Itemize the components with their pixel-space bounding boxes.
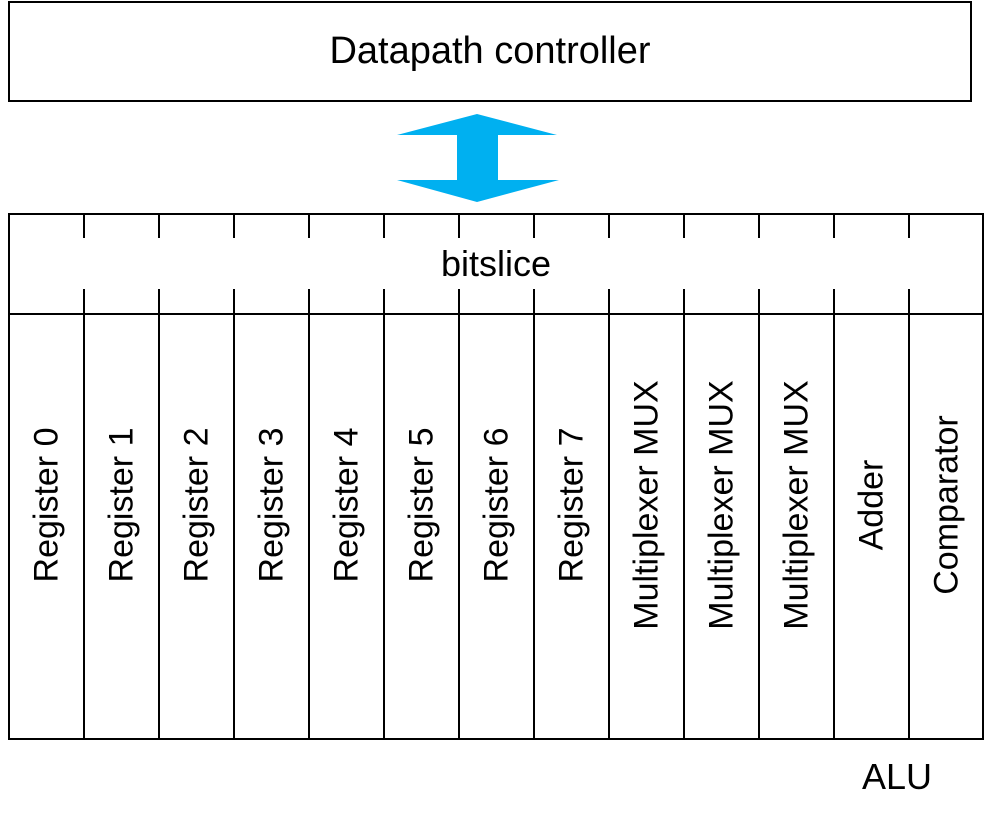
column-divider [758, 214, 760, 238]
datapath-controller-box: Datapath controller [8, 1, 972, 102]
component-label: Register 3 [252, 427, 290, 583]
column-divider [683, 214, 685, 238]
component-label: Register 2 [177, 427, 215, 583]
column-divider [308, 214, 310, 238]
column-divider [233, 214, 235, 238]
component-label: Register 7 [552, 427, 590, 583]
column-divider [158, 214, 160, 238]
component-label: Register 0 [27, 427, 65, 583]
column-divider [458, 289, 460, 739]
component-label: Register 4 [327, 427, 365, 583]
column-divider [908, 214, 910, 238]
column-divider [533, 289, 535, 739]
column-divider [383, 289, 385, 739]
bitslice-header [8, 213, 984, 315]
column-divider [608, 289, 610, 739]
column-divider [908, 289, 910, 739]
column-divider [533, 214, 535, 238]
column-divider [233, 289, 235, 739]
column-divider [383, 214, 385, 238]
column-divider [83, 214, 85, 238]
column-divider [83, 289, 85, 739]
component-label: Multiplexer MUX [777, 380, 815, 630]
component-label: Multiplexer MUX [627, 380, 665, 630]
column-divider [683, 289, 685, 739]
component-label: Register 6 [477, 427, 515, 583]
column-divider [608, 214, 610, 238]
component-label: Multiplexer MUX [702, 380, 740, 630]
column-divider [308, 289, 310, 739]
column-divider [758, 289, 760, 739]
bitslice-box [8, 213, 984, 740]
component-label: Register 1 [102, 427, 140, 583]
datapath-controller-label: Datapath controller [329, 30, 651, 72]
bitslice-label: bitslice [440, 243, 552, 284]
component-label: Comparator [927, 415, 965, 595]
component-label: Adder [852, 459, 890, 551]
column-divider [158, 289, 160, 739]
bitslice-label-row: bitslice [8, 238, 984, 290]
alu-label: ALU [862, 756, 933, 797]
column-divider [833, 214, 835, 238]
column-divider [458, 214, 460, 238]
component-label: Register 5 [402, 427, 440, 583]
column-divider [833, 289, 835, 739]
